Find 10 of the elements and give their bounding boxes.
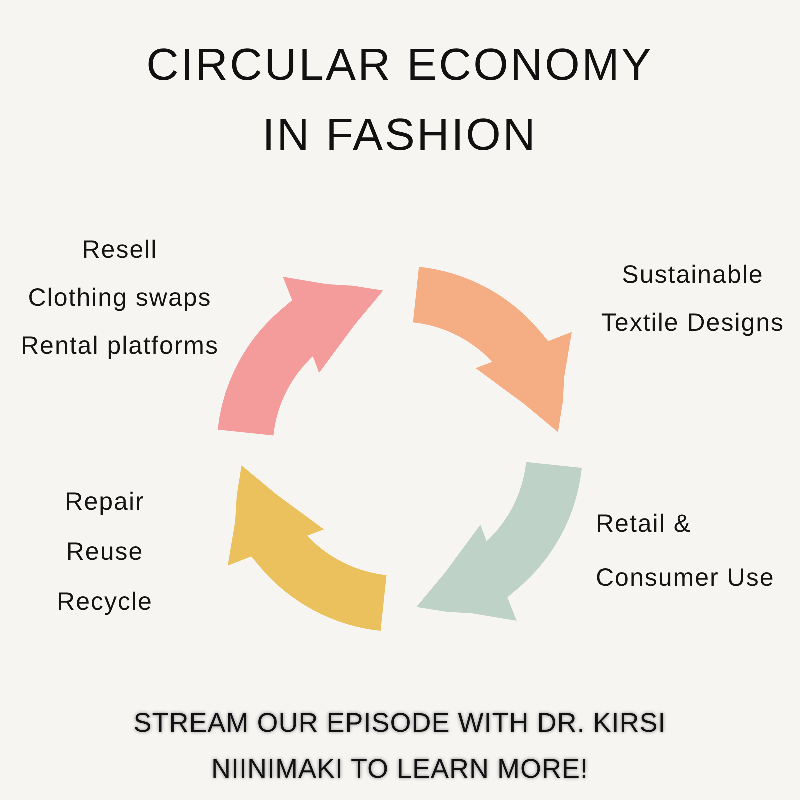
stage-label: Sustainable Textile Designs	[588, 251, 798, 347]
stage-label: Clothing swaps	[28, 283, 212, 314]
stage-label: Repair	[65, 487, 145, 518]
stage-label: Retail & Consumer Use	[596, 497, 788, 605]
stage-label: Reuse	[66, 537, 144, 568]
caption: STREAM OUR EPISODE WITH DR. KIRSI NIINIMAKI TO LEARN MORE!	[132, 707, 668, 786]
stage-label: Recycle	[57, 587, 153, 618]
title: CIRCULAR ECONOMY IN FASHION	[145, 38, 655, 162]
stage-label: Rental platforms	[20, 331, 220, 362]
stage-label: Resell	[82, 235, 158, 266]
